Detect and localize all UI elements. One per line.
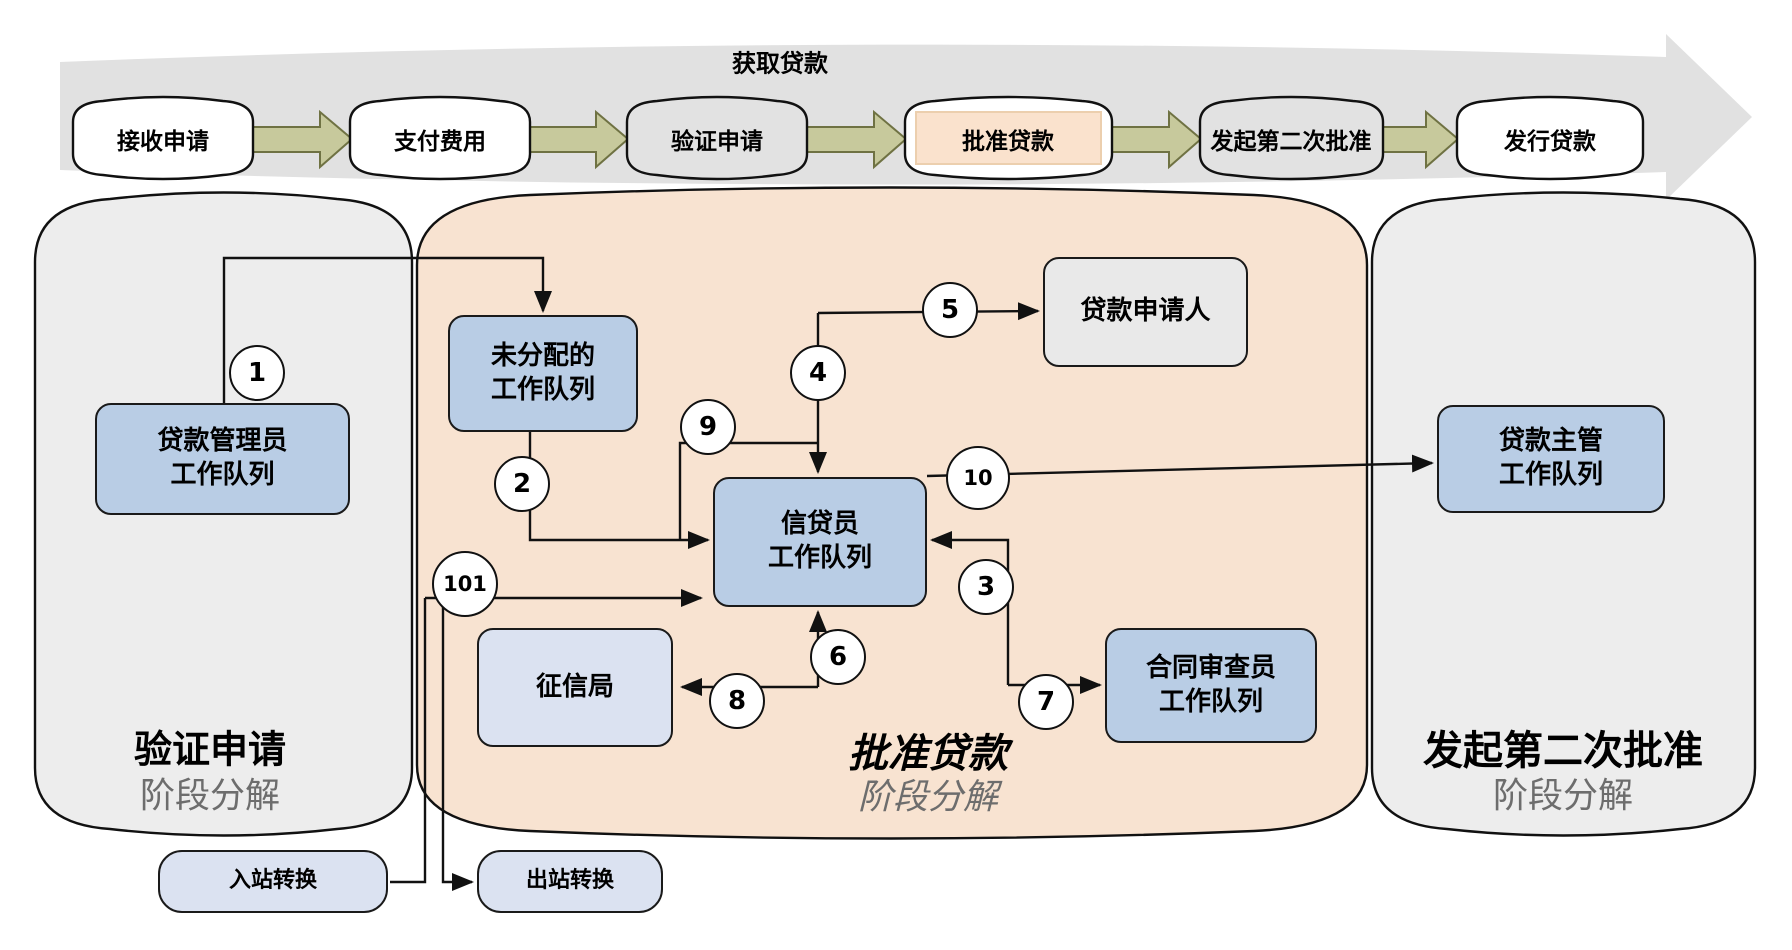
unassigned-queue-node: 未分配的 工作队列 [448,315,638,432]
connector-badge-3: 3 [958,559,1014,615]
connector-badge-8: 8 [709,673,765,729]
credit-bureau-node: 征信局 [477,628,673,747]
step-label-verify: 验证申请 [671,129,763,155]
contract-reviewer-queue-label: 合同审查员 [1145,652,1276,683]
step-label-second-approval: 发起第二次批准 [1210,129,1372,155]
loan-officer-queue-label: 信贷员 [780,509,859,540]
step-box-pay-fees [348,95,532,181]
connector-badge-1: 1 [229,345,285,401]
banner-title: 获取贷款 [732,49,828,78]
stage-subtitle-verify: 阶段分解 [139,776,281,817]
unassigned-queue-label: 未分配的 [490,340,595,371]
connector-9-line [678,441,818,540]
stage-title-approve: 批准贷款 [848,731,1008,777]
step-arrow-icon [1110,109,1203,170]
connector-badge-4: 4 [790,345,846,401]
step-box-verify [625,95,809,181]
connector-badge-5: 5 [922,282,978,338]
loan-supervisor-queue-node: 贷款主管 工作队列 [1437,405,1665,513]
outbound-conversion-line [441,598,474,891]
loan-applicant-node: 贷款申请人 [1043,257,1248,367]
connector-badge-10: 10 [946,446,1010,510]
stage-title-second-approval: 发起第二次批准 [1423,728,1703,774]
loan-applicant-label: 贷款申请人 [1080,296,1211,327]
loan-admin-queue-label2: 工作队列 [170,460,275,490]
contract-reviewer-queue-node: 合同审查员 工作队列 [1105,628,1317,743]
outbound-conversion-node: 出站转换 [477,850,663,913]
unassigned-queue-label2: 工作队列 [490,374,595,405]
credit-bureau-label: 征信局 [535,671,614,702]
stage-subtitle-approve: 阶段分解 [857,777,999,818]
step-label-issue: 发行贷款 [1504,129,1596,155]
outbound-conversion-label: 出站转换 [525,868,614,894]
step-label-approve: 批准贷款 [962,129,1054,155]
connector-badge-6: 6 [810,629,866,685]
step-box-issue [1455,95,1645,181]
step-box-receive [71,95,255,181]
step-approve-highlight [915,111,1102,165]
step-arrow-icon [805,109,908,170]
step-box-second-approval [1198,95,1385,181]
connector-badge-7: 7 [1018,674,1074,730]
loan-supervisor-queue-label2: 工作队列 [1498,460,1603,490]
connector-3-line [930,531,1010,685]
stage-subtitle-second-approval: 阶段分解 [1492,776,1634,817]
inbound-conversion-label: 入站转换 [228,868,317,894]
stage-container-second-approval [1370,191,1757,837]
connector-badge-101: 101 [432,551,498,617]
step-arrow-icon [1381,109,1460,170]
connector-1-line [222,256,552,403]
loan-officer-queue-label2: 工作队列 [767,543,872,573]
connector-badge-9: 9 [680,399,736,455]
step-label-pay-fees: 支付费用 [394,129,486,155]
loan-officer-queue-node: 信贷员 工作队列 [713,477,927,607]
step-arrow-icon [251,109,354,170]
stage-title-verify: 验证申请 [133,727,287,772]
connector-10-line [926,454,1434,478]
loan-admin-queue-node: 贷款管理员 工作队列 [95,403,350,515]
inbound-conversion-node: 入站转换 [158,850,388,913]
step-arrow-icon [527,109,630,170]
connector-badge-2: 2 [494,456,550,512]
contract-reviewer-queue-label2: 工作队列 [1158,686,1263,717]
step-label-receive: 接收申请 [117,129,209,155]
loan-admin-queue-label: 贷款管理员 [157,426,288,457]
inbound-conversion-line [390,598,427,884]
loan-supervisor-queue-label: 贷款主管 [1498,426,1603,457]
